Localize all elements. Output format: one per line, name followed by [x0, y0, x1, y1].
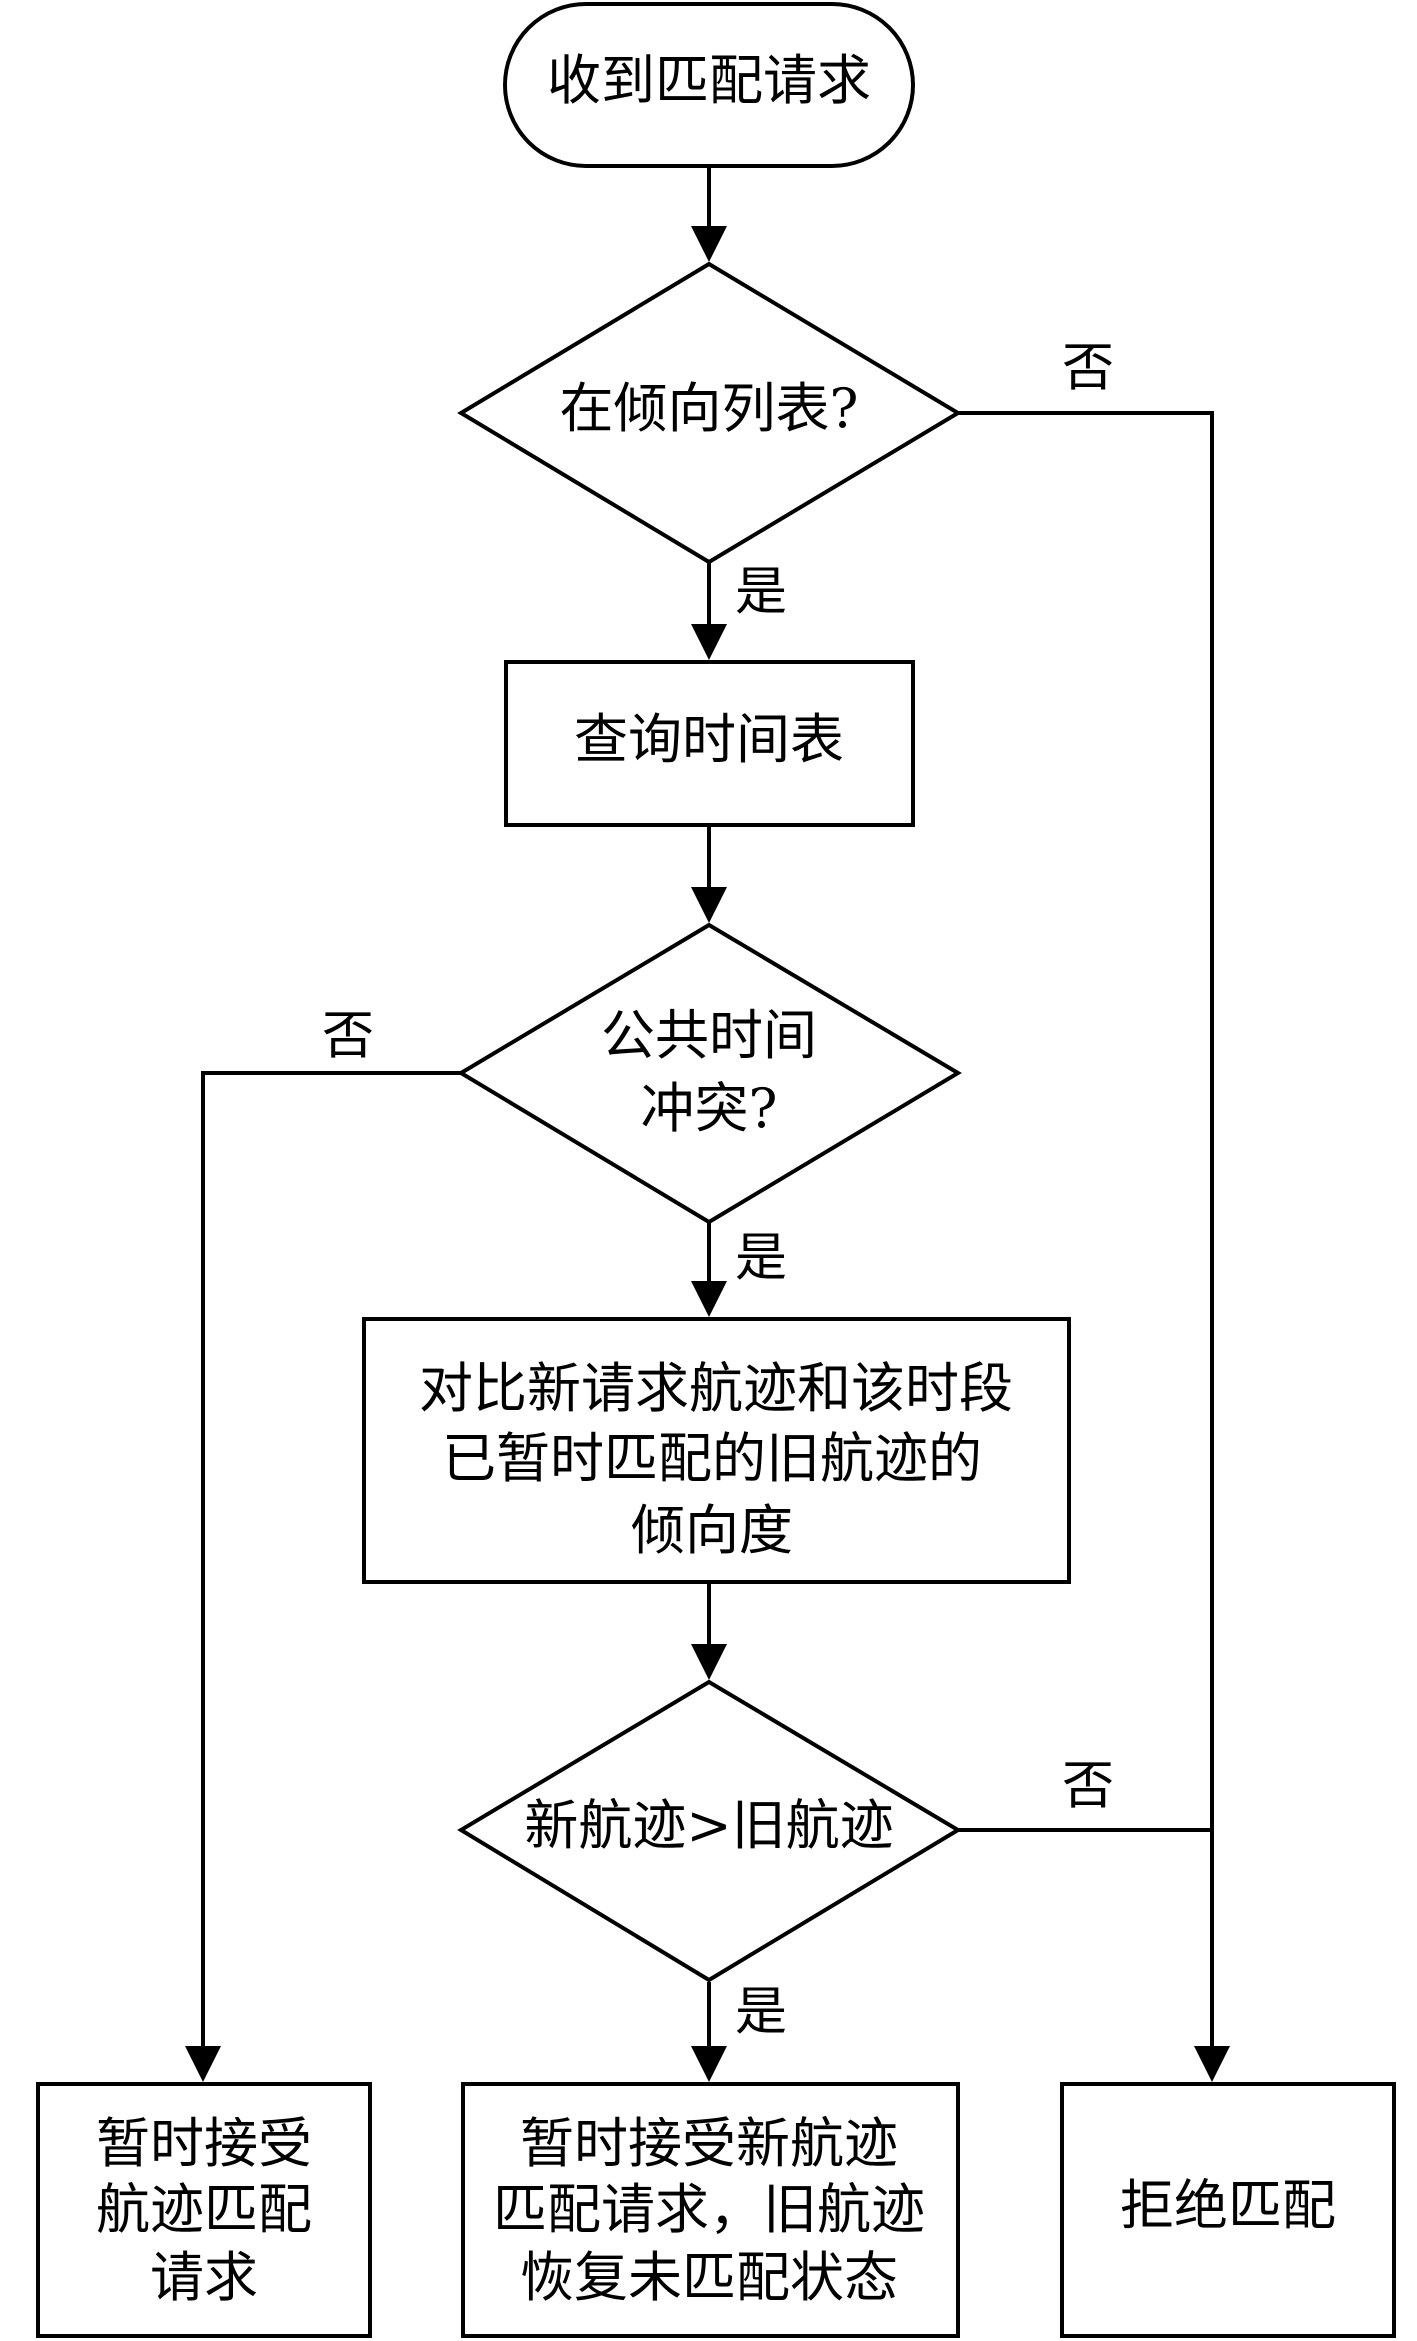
process-accept-new-track — [461, 2082, 960, 2338]
process-accept-temporary-line-2: 航迹匹配 — [96, 2178, 312, 2241]
process-compare-line-3: 倾向度 — [631, 1499, 793, 1562]
arrowhead — [185, 2046, 221, 2082]
process-reject-text: 拒绝匹配 — [1120, 2174, 1336, 2237]
arrowhead — [691, 2046, 727, 2082]
decision-compare-tracks-text: 新航迹>旧航迹 — [524, 1794, 893, 1857]
process-compare — [362, 1317, 1071, 1584]
arrowhead — [1194, 2046, 1230, 2082]
decision-time-conflict — [457, 922, 962, 1225]
edge-label-list-no: 否 — [1062, 339, 1114, 399]
decision-time-conflict-line-2: 冲突? — [641, 1077, 778, 1140]
decision-preference-list-text: 在倾向列表? — [560, 377, 859, 440]
arrowhead — [691, 1644, 727, 1680]
edge-label-compare-no: 否 — [1062, 1757, 1114, 1817]
process-accept-temporary-line-3: 请求 — [150, 2246, 258, 2309]
edge-label-conflict-yes: 是 — [735, 1229, 787, 1289]
process-accept-new-track-line-3: 恢复未匹配状态 — [520, 2246, 898, 2309]
edge-conflict-no — [201, 1071, 461, 2052]
edge-list-no — [958, 411, 1214, 2052]
start-text: 收到匹配请求 — [547, 49, 871, 112]
edge-label-conflict-no: 否 — [322, 1007, 374, 1067]
process-query-schedule-text: 查询时间表 — [574, 708, 844, 771]
decision-preference-list — [457, 261, 962, 565]
arrowhead — [691, 1281, 727, 1317]
process-accept-temporary-line-1: 暂时接受 — [96, 2112, 312, 2175]
arrowhead — [691, 624, 727, 660]
arrowhead — [691, 887, 727, 923]
start-terminator — [503, 2, 915, 168]
edge-label-compare-yes: 是 — [735, 1983, 787, 2043]
decision-time-conflict-line-1: 公共时间 — [601, 1004, 817, 1067]
process-reject — [1060, 2082, 1396, 2338]
decision-compare-tracks — [457, 1679, 962, 1983]
process-compare-line-1: 对比新请求航迹和该时段 — [419, 1357, 1013, 1420]
edge-label-list-yes: 是 — [735, 563, 787, 623]
process-compare-line-2: 已暂时匹配的旧航迹的 — [442, 1427, 982, 1490]
process-accept-new-track-line-1: 暂时接受新航迹 — [520, 2112, 898, 2175]
process-query-schedule — [504, 660, 915, 827]
arrowhead — [691, 226, 727, 262]
process-accept-temporary — [36, 2082, 372, 2338]
process-accept-new-track-line-2: 匹配请求，旧航迹 — [493, 2178, 925, 2241]
